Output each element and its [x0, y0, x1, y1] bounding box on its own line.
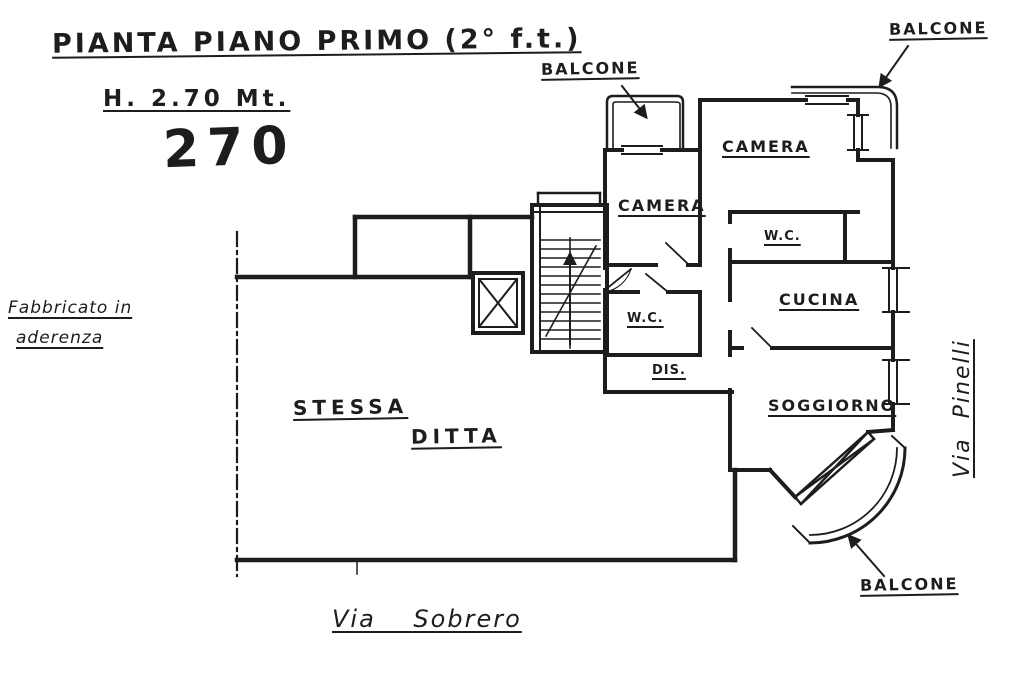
french-door [793, 430, 876, 506]
plan-title: PIANTA PIANO PRIMO (2° f.t.) [51, 23, 582, 60]
zone-stessa-label: STESSA [292, 393, 409, 421]
room-wc-2-label: W.C. [627, 311, 664, 326]
balcone-bottom-label: BALCONE [859, 574, 959, 595]
street-via-pinelli: Via Pinelli [950, 339, 975, 478]
balcony-top-parapet [605, 94, 685, 152]
street-via-sobrero: Via Sobrero [332, 605, 522, 633]
room-dis-label: DIS. [652, 363, 686, 378]
fabbricato-note-line1: Fabbricato in [8, 298, 133, 318]
balcone-top-right-label: BALCONE [888, 18, 988, 39]
room-cucina-label: CUCINA [779, 290, 860, 309]
fabbricato-note-line2: aderenza [16, 328, 104, 348]
room-camera-2-label: CAMERA [722, 137, 810, 156]
balcony-arc [791, 434, 907, 545]
zone-ditta-label: DITTA [410, 423, 502, 449]
label-arrows [620, 44, 910, 578]
room-wc-1-label: W.C. [764, 229, 801, 244]
plan-height-note: H. 2.70 Mt. [103, 86, 291, 112]
door-leafs [603, 241, 774, 350]
elevator-shaft [471, 271, 525, 335]
windows [621, 95, 910, 405]
room-soggiorno-label: SOGGIORNO [768, 396, 897, 415]
balcone-top-label: BALCONE [540, 58, 640, 79]
outer-walls [234, 214, 738, 563]
plan-height-value: 270 [161, 115, 297, 181]
balcony-topright-parapet [790, 85, 899, 150]
apartment-walls [603, 98, 896, 500]
room-camera-1-label: CAMERA [618, 196, 706, 215]
